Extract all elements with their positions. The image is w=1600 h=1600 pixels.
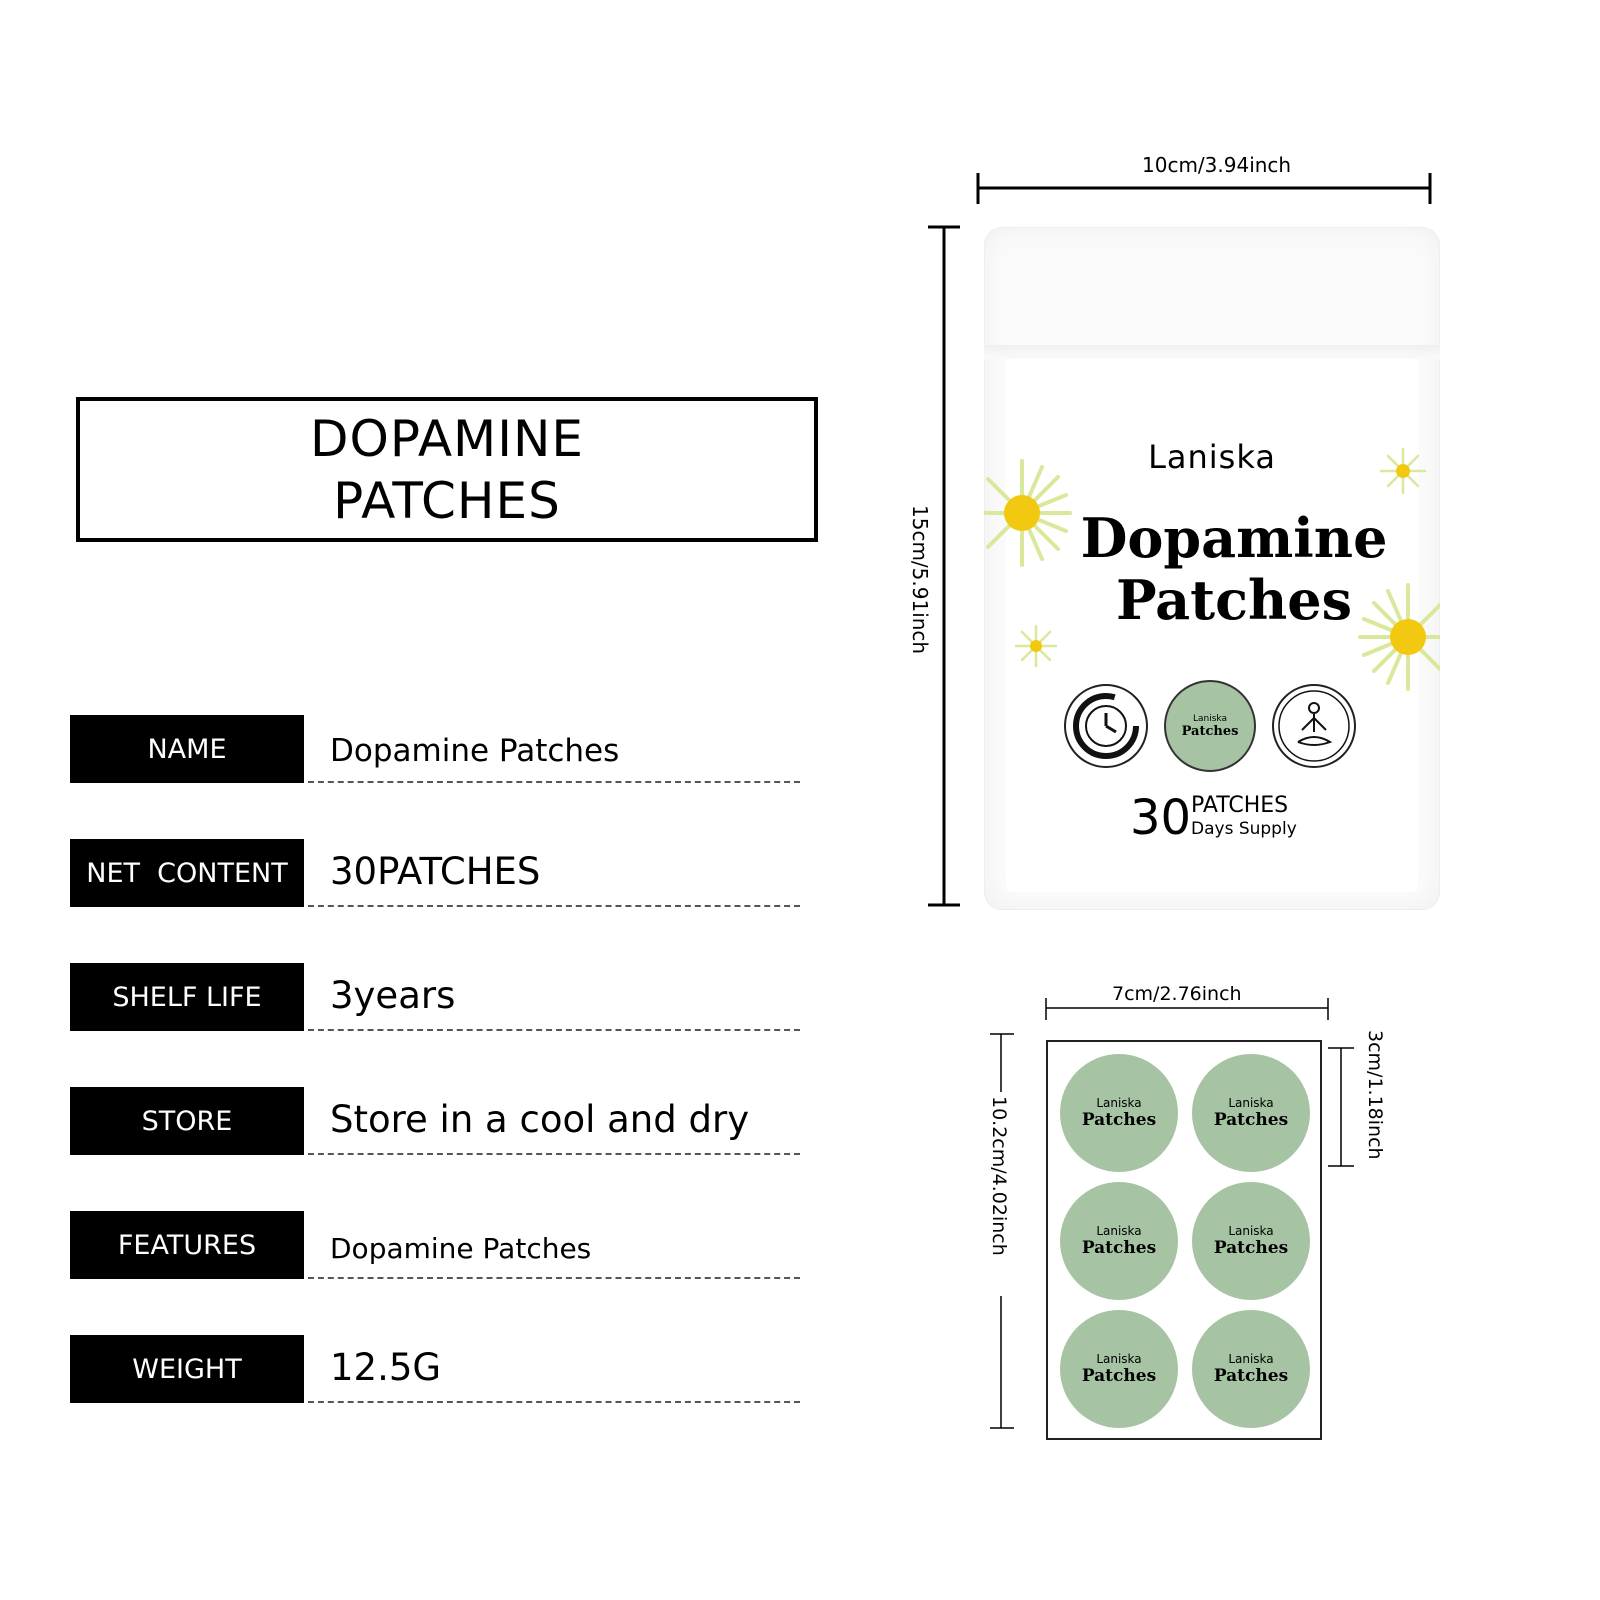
patch-badge: Laniska Patches — [1164, 680, 1256, 772]
dashed-divider — [308, 1029, 800, 1031]
product-pouch: Laniska Dopamine Patches Laniska Patches… — [984, 227, 1440, 910]
dashed-divider — [308, 781, 800, 783]
spec-row-weight: WEIGHT 12.5G — [70, 1335, 800, 1403]
spec-label: NAME — [70, 715, 304, 783]
patch-brand: Laniska — [1096, 1352, 1142, 1366]
sheet-width-label: 7cm/2.76inch — [1112, 983, 1242, 1005]
patch-brand: Laniska — [1228, 1224, 1274, 1238]
spec-row-features: FEATURES Dopamine Patches — [70, 1211, 800, 1279]
spec-row-name: NAME Dopamine Patches — [70, 715, 800, 783]
patch-name: Patches — [1213, 1110, 1289, 1130]
dashed-divider — [308, 1153, 800, 1155]
brand-name: Laniska — [1148, 438, 1276, 476]
pouch-height-label: 15cm/5.91inch — [908, 505, 932, 655]
patch-name: Patches — [1081, 1110, 1157, 1130]
product-name-line1: Dopamine — [1080, 506, 1388, 570]
dashed-divider — [308, 1401, 800, 1403]
patch-sheet: Laniska Patches Laniska Patches Laniska … — [1046, 1040, 1322, 1440]
patch-name: Patches — [1081, 1238, 1157, 1258]
patch-brand: Laniska — [1228, 1352, 1274, 1366]
pouch-body — [1006, 359, 1418, 892]
patch-item: Laniska Patches — [1060, 1054, 1178, 1172]
daisy-icon-top-right — [1379, 447, 1427, 495]
meditation-icon — [1272, 684, 1356, 768]
spec-value: 12.5G — [330, 1346, 442, 1389]
spec-value: Dopamine Patches — [330, 733, 620, 769]
patch-item: Laniska Patches — [1192, 1182, 1310, 1300]
patch-brand: Laniska — [1096, 1224, 1142, 1238]
spec-value: 3years — [330, 974, 456, 1017]
patch-count: 30 — [1130, 790, 1192, 846]
patch-diameter-label: 3cm/1.18inch — [1364, 1030, 1386, 1160]
product-name-line2: Patches — [1116, 568, 1352, 632]
spec-label: FEATURES — [70, 1211, 304, 1279]
spec-row-net-content: NET CONTENT 30PATCHES — [70, 839, 800, 907]
daisy-icon-small-left — [1014, 624, 1058, 668]
spec-label: STORE — [70, 1087, 304, 1155]
dashed-divider — [308, 1277, 800, 1279]
sheet-height-label: 10.2cm/4.02inch — [988, 1096, 1010, 1256]
daisy-flowers — [984, 447, 1440, 691]
badge-name: Patches — [1181, 723, 1239, 739]
patch-item: Laniska Patches — [1192, 1310, 1310, 1428]
spec-label: WEIGHT — [70, 1335, 304, 1403]
patch-name: Patches — [1213, 1366, 1289, 1386]
patch-name: Patches — [1213, 1238, 1289, 1258]
dashed-divider — [308, 905, 800, 907]
spec-value: Dopamine Patches — [330, 1232, 592, 1265]
patch-item: Laniska Patches — [1060, 1182, 1178, 1300]
patch-item: Laniska Patches — [1192, 1054, 1310, 1172]
spec-row-shelf-life: SHELF LIFE 3years — [70, 963, 800, 1031]
pouch-zipper — [984, 345, 1440, 359]
spec-value: Store in a cool and dry — [330, 1098, 750, 1141]
days-supply-label: Days Supply — [1191, 819, 1297, 839]
spec-label: NET CONTENT — [70, 839, 304, 907]
title-box: DOPAMINE PATCHES — [76, 397, 818, 542]
patch-brand: Laniska — [1096, 1096, 1142, 1110]
badge-brand: Laniska — [1193, 713, 1227, 724]
patch-count-label: PATCHES — [1191, 793, 1289, 818]
spec-row-store: STORE Store in a cool and dry — [70, 1087, 800, 1155]
daisy-icon-right-large — [1358, 583, 1440, 691]
patch-brand: Laniska — [1228, 1096, 1274, 1110]
patch-name: Patches — [1081, 1366, 1157, 1386]
daisy-icon-left-large — [984, 459, 1072, 567]
clock-icon — [1064, 684, 1148, 768]
page-title: DOPAMINE PATCHES — [310, 409, 584, 530]
patch-item: Laniska Patches — [1060, 1310, 1178, 1428]
spec-label: SHELF LIFE — [70, 963, 304, 1031]
spec-value: 30PATCHES — [330, 850, 541, 893]
pouch-width-label: 10cm/3.94inch — [1142, 153, 1292, 177]
